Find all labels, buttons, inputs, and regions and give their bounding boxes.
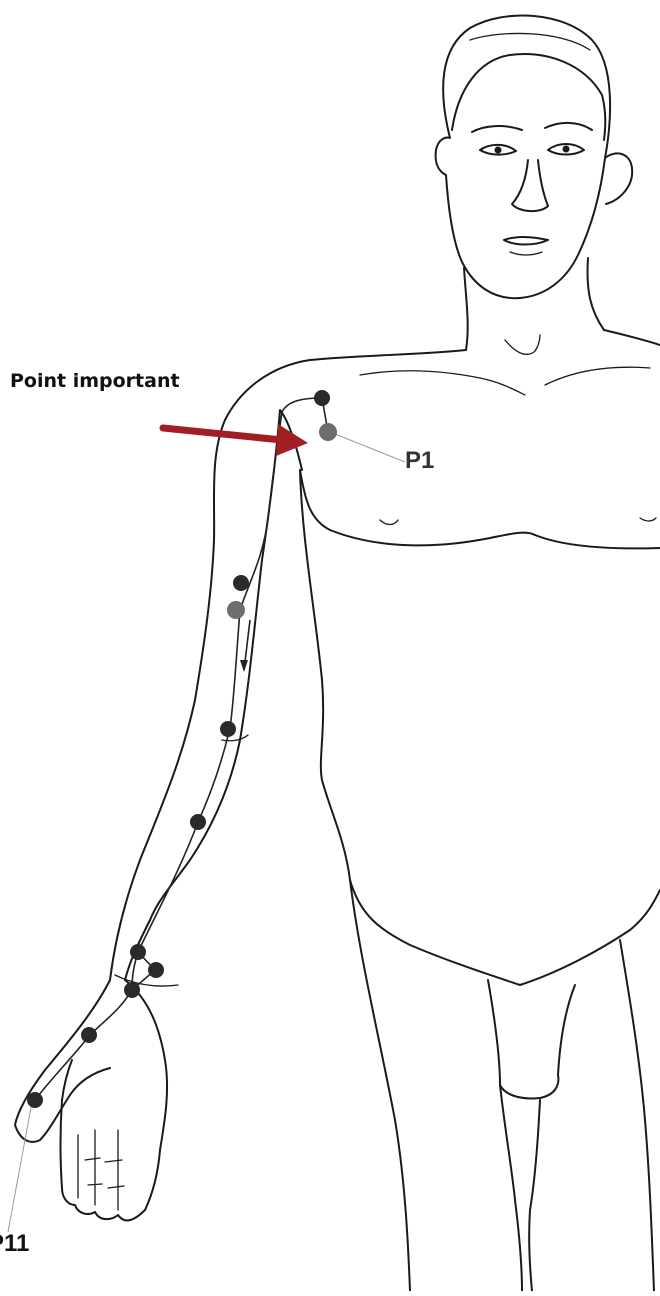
point-p1[interactable] <box>319 423 337 441</box>
fingers <box>61 1060 146 1220</box>
point-label-p1: P1 <box>405 447 434 475</box>
point-p7[interactable] <box>130 944 146 960</box>
collarbone-left <box>360 371 525 395</box>
point-p5[interactable] <box>220 721 236 737</box>
hand-outline <box>125 980 167 1210</box>
left-leg-inner <box>500 1085 522 1291</box>
p1-leader-line <box>330 432 405 462</box>
neck-right <box>588 258 604 330</box>
point-p9[interactable] <box>124 982 140 998</box>
annotation-label: Point important <box>10 370 180 392</box>
meridian-path <box>35 398 322 1100</box>
left-eyebrow <box>472 126 522 132</box>
chest-left <box>300 470 535 545</box>
p11-leader-line <box>8 1102 32 1232</box>
right-leg-inner <box>529 1100 540 1291</box>
point-p2[interactable] <box>314 390 330 406</box>
torso-left <box>300 470 350 880</box>
human-body-front-icon <box>15 16 660 1292</box>
head-outline <box>436 16 610 299</box>
point-p3[interactable] <box>233 575 249 591</box>
right-leg-outer <box>620 940 654 1291</box>
nose <box>512 160 548 211</box>
groin <box>488 980 575 1098</box>
point-p11[interactable] <box>27 1092 43 1108</box>
annotation-arrow-icon <box>163 424 308 456</box>
left-leg-outer <box>350 880 410 1291</box>
right-eyebrow <box>545 123 592 130</box>
point-p6[interactable] <box>190 814 206 830</box>
mouth <box>504 237 548 245</box>
point-label-p11: P11 <box>0 1230 29 1258</box>
chest-right <box>535 535 660 548</box>
point-p10[interactable] <box>81 1027 97 1043</box>
point-p8[interactable] <box>148 962 164 978</box>
hairline <box>452 54 605 140</box>
neck-left <box>464 268 468 350</box>
abdomen <box>350 880 660 985</box>
ear-outline <box>605 153 632 204</box>
point-p4[interactable] <box>227 601 245 619</box>
collarbone-right <box>545 367 650 385</box>
right-shoulder <box>604 330 660 345</box>
